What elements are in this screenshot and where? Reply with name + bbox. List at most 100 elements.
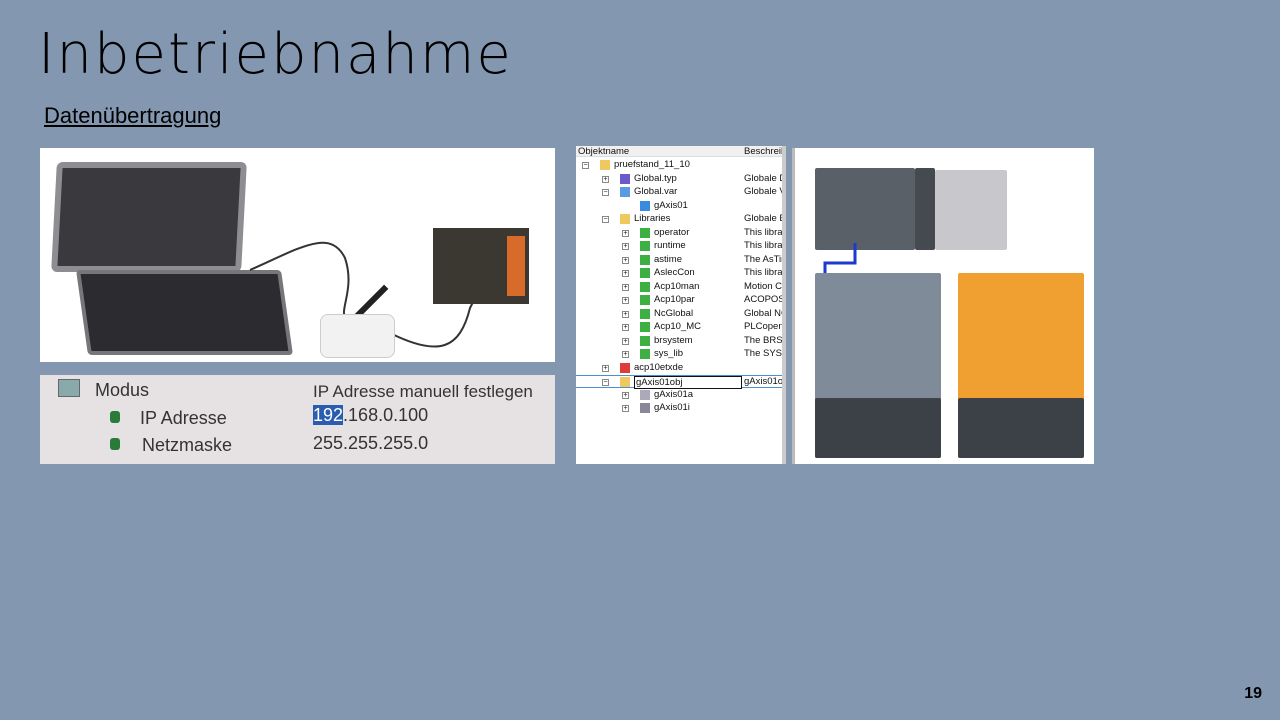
expander-icon[interactable]: + [602,175,609,183]
drive-module-grey-base [815,398,941,458]
tree-row[interactable]: + gAxis01i [576,402,782,415]
tree-row[interactable]: + sys_lib The SYS_ [576,348,784,361]
plc-interface-module [915,168,935,250]
library-icon [640,241,650,251]
expander-icon[interactable]: + [622,337,629,345]
folder-icon [620,377,630,387]
library-icon [640,254,650,265]
library-icon [640,308,650,319]
mask-value[interactable]: 255.255.255.0 [313,433,429,453]
plc-photo [433,228,529,304]
tree-row-description: Global NC [744,307,784,319]
folder-icon [600,160,610,170]
expander-icon[interactable]: + [622,324,629,331]
tree-row-label: pruefstand_11_10 [614,159,690,170]
tree-row-label: sys_lib [654,348,684,359]
expander-icon[interactable]: + [622,256,629,264]
tree-row[interactable]: + Acp10_MC PLCopen [576,321,784,334]
project-tree[interactable]: Objektname Beschreib − pruefstand_11_10 + G… [576,146,786,464]
expander-icon[interactable]: + [622,283,629,291]
tree-row[interactable]: − Libraries Globale B [576,213,784,226]
error-icon [620,362,630,373]
tree-row[interactable]: + operator This librar [576,226,784,240]
variable-icon [640,200,650,211]
tree-row-description: Globale B [744,213,784,224]
tree-row-description: The SYS_ [744,348,784,359]
tree-row-label: gAxis01obj [634,376,742,389]
slide-subtitle: Datenübertragung [44,103,222,128]
tree-row-description: This librar [744,226,784,238]
ip-settings-photo: Modus IP Adresse manuell festlegen IP Ad… [40,375,555,464]
expander-icon[interactable]: + [622,391,629,399]
ip-label: IP Adresse [140,408,227,428]
tree-row-description: This librar [744,240,784,251]
expander-icon[interactable]: − [602,379,609,386]
tree-row-label: operator [654,226,690,238]
tree-row-label: Acp10man [654,280,700,292]
tree-row-label: acp10etxde [634,361,684,373]
tree-row-label: Global.var [634,186,678,197]
library-icon [640,335,650,346]
expander-icon[interactable]: + [622,297,629,304]
expander-icon[interactable]: + [622,243,629,250]
column-objektname[interactable]: Objektname [578,146,630,157]
tree-row-label: gAxis01i [654,402,690,413]
tree-header: Objektname Beschreib [576,146,786,157]
mode-value: IP Adresse manuell festlegen [313,382,533,401]
expander-icon[interactable]: − [602,216,609,223]
tree-row-label: Libraries [634,213,671,224]
expander-icon[interactable]: − [582,162,589,169]
tree-row-description: The BRS [744,334,783,346]
library-icon [640,281,650,292]
tree-row[interactable]: − pruefstand_11_10 [576,159,782,172]
tree-row-label: gAxis01 [654,199,688,211]
parameter-icon [110,411,120,423]
tree-row-description: This librar [744,267,784,278]
parameter-icon [110,438,120,450]
tree-row-label: Global.typ [634,172,677,184]
tree-row-label: AslecCon [654,267,695,278]
column-beschreibung[interactable]: Beschreib [744,146,786,157]
slide-title: Inbetriebnahme [38,22,513,87]
library-icon [640,295,650,305]
drive-module-orange-base [958,398,1084,458]
expander-icon[interactable]: − [602,189,609,196]
tree-row[interactable]: + Acp10man Motion Cc [576,280,784,294]
tree-row-description: gAxis01ol [744,376,784,387]
tree-row-description: Globale D [744,172,784,184]
tree-row[interactable]: + AslecCon This librar [576,267,784,280]
tree-row-label: astime [654,253,682,265]
expander-icon[interactable]: + [602,364,609,372]
folder-icon [620,214,630,224]
library-icon [640,268,650,278]
expander-icon[interactable]: + [622,229,629,237]
io-modules [935,170,1007,250]
library-icon [640,227,650,238]
gear-icon [640,403,650,413]
tree-row[interactable]: + gAxis01a [576,388,782,402]
network-icon [58,379,80,397]
expander-icon[interactable]: + [622,405,629,412]
tree-row[interactable]: gAxis01 [576,199,782,213]
mode-label: Modus [95,380,150,400]
ip-value[interactable]: 192.168.0.100 [313,405,428,426]
tree-row-description: Motion Cc [744,280,784,292]
tree-row[interactable]: + brsystem The BRS [576,334,783,348]
expander-icon[interactable]: + [622,310,629,318]
tree-row-label: brsystem [654,334,693,346]
tree-row[interactable]: + acp10etxde [576,361,782,375]
tree-row-description: PLCopen [744,321,784,332]
table-icon [640,389,650,400]
library-icon [640,322,650,332]
tree-row[interactable]: + Global.typ Globale D [576,172,784,186]
tree-row-label: Acp10_MC [654,321,701,332]
expander-icon[interactable]: + [622,351,629,358]
expander-icon[interactable]: + [622,270,629,277]
tree-row-label: gAxis01a [654,388,694,400]
